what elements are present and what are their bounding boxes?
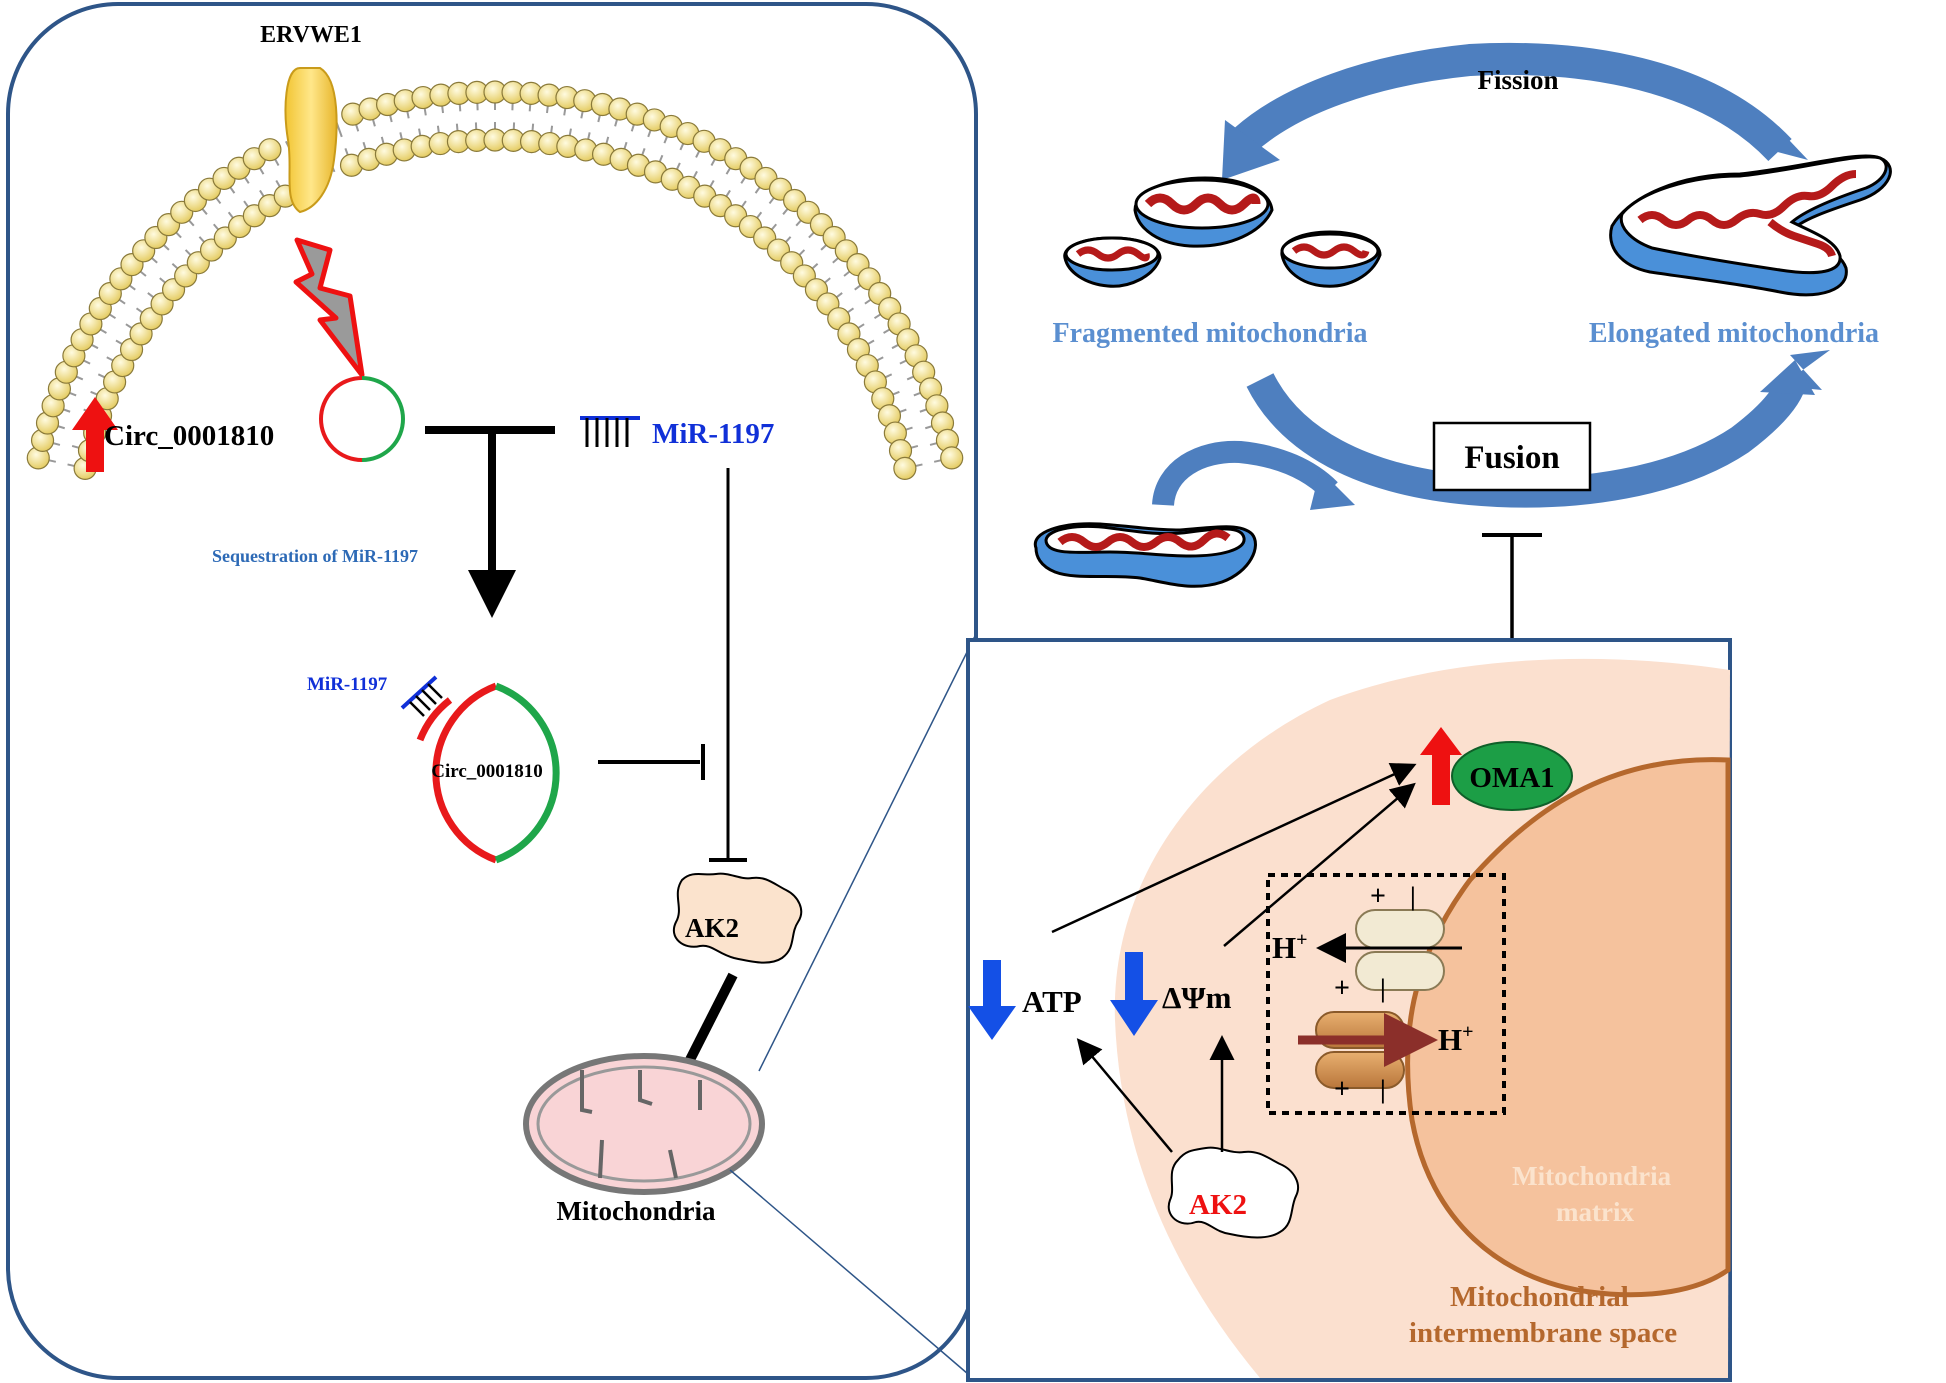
lightning-bolt-icon [293,237,365,378]
sequestration-connector [425,426,555,618]
complex-circ-label: Circ_0001810 [431,761,543,782]
mirna-icon [580,416,640,447]
mitochondria-label: Mitochondria [557,1196,716,1226]
ims-label: Mitochondrial intermembrane space [1409,1281,1677,1349]
zoom-line-bottom [729,1169,969,1375]
mir-inhibits-ak2 [709,468,747,862]
circ-rna-icon [319,376,405,462]
plus-sign: + [1334,973,1350,1004]
minus-sign: | [1380,1075,1386,1104]
circ-mir-complex [400,675,560,864]
circ-label: Circ_0001810 [104,420,274,452]
ervwe1-receptor [284,67,338,214]
plus-sign: + [1334,1074,1350,1105]
fusion-label: Fusion [1464,440,1559,476]
fission-arrow [1222,42,1808,180]
oma1-label: OMA1 [1469,762,1554,794]
atp-label: ATP [1022,984,1082,1019]
ak2-detail-protein-icon [1167,1146,1299,1239]
lipid-head [258,138,282,162]
detail-panel [966,638,1732,1382]
atp-decrease-arrow-icon [968,960,1016,1040]
ervwe1-label: ERVWE1 [260,22,362,48]
zoom-line-top [758,635,976,1072]
plus-sign: + [1370,881,1386,912]
complex-inhibition [598,744,705,780]
matrix-label: Mitochondria matrix [1512,1161,1678,1227]
fragmented-mito-icons [1063,176,1382,288]
elongated-mito-icon [1609,154,1892,297]
sequestration-label: Sequestration of MiR-1197 [212,546,418,566]
lipid-head [940,446,964,470]
dpsi-to-oma1-arrow [1223,782,1416,947]
minus-sign: | [1380,974,1386,1003]
ak2-protein-icon [673,872,803,964]
ak2-label: AK2 [685,913,739,943]
lipid-bilayer-membrane [26,80,964,480]
oma1-increase-arrow-icon [1420,727,1462,805]
fusion-box [1432,421,1592,492]
ak2-detail-label: AK2 [1189,1189,1247,1221]
fusion-arrow [1152,350,1830,510]
dpsi-decrease-arrow-icon [1110,952,1158,1036]
complex-mir-label: MiR-1197 [307,674,388,695]
dpsi-label: ΔΨm [1162,980,1232,1015]
minus-sign: | [1410,882,1416,911]
oma1-protein-icon [1451,741,1573,811]
ak2-to-atp-arrow [1076,1038,1173,1153]
atp-to-oma1-arrow [1051,763,1417,934]
mir-label: MiR-1197 [652,418,774,450]
fission-label: Fission [1477,65,1558,95]
membrane-detail-box [1266,873,1506,1115]
lipid-head [893,456,917,480]
mitochondrion-icon [523,1053,765,1195]
increase-arrow-icon [72,397,118,472]
hplus-right-label: H+ [1438,1021,1474,1057]
sausage-mito-icon [1033,522,1257,588]
fragmented-label: Fragmented mitochondria [1053,318,1368,349]
atp-synthase-icon [1355,909,1445,991]
elongated-label: Elongated mitochondria [1589,318,1879,349]
hplus-left-label: H+ [1272,929,1308,965]
